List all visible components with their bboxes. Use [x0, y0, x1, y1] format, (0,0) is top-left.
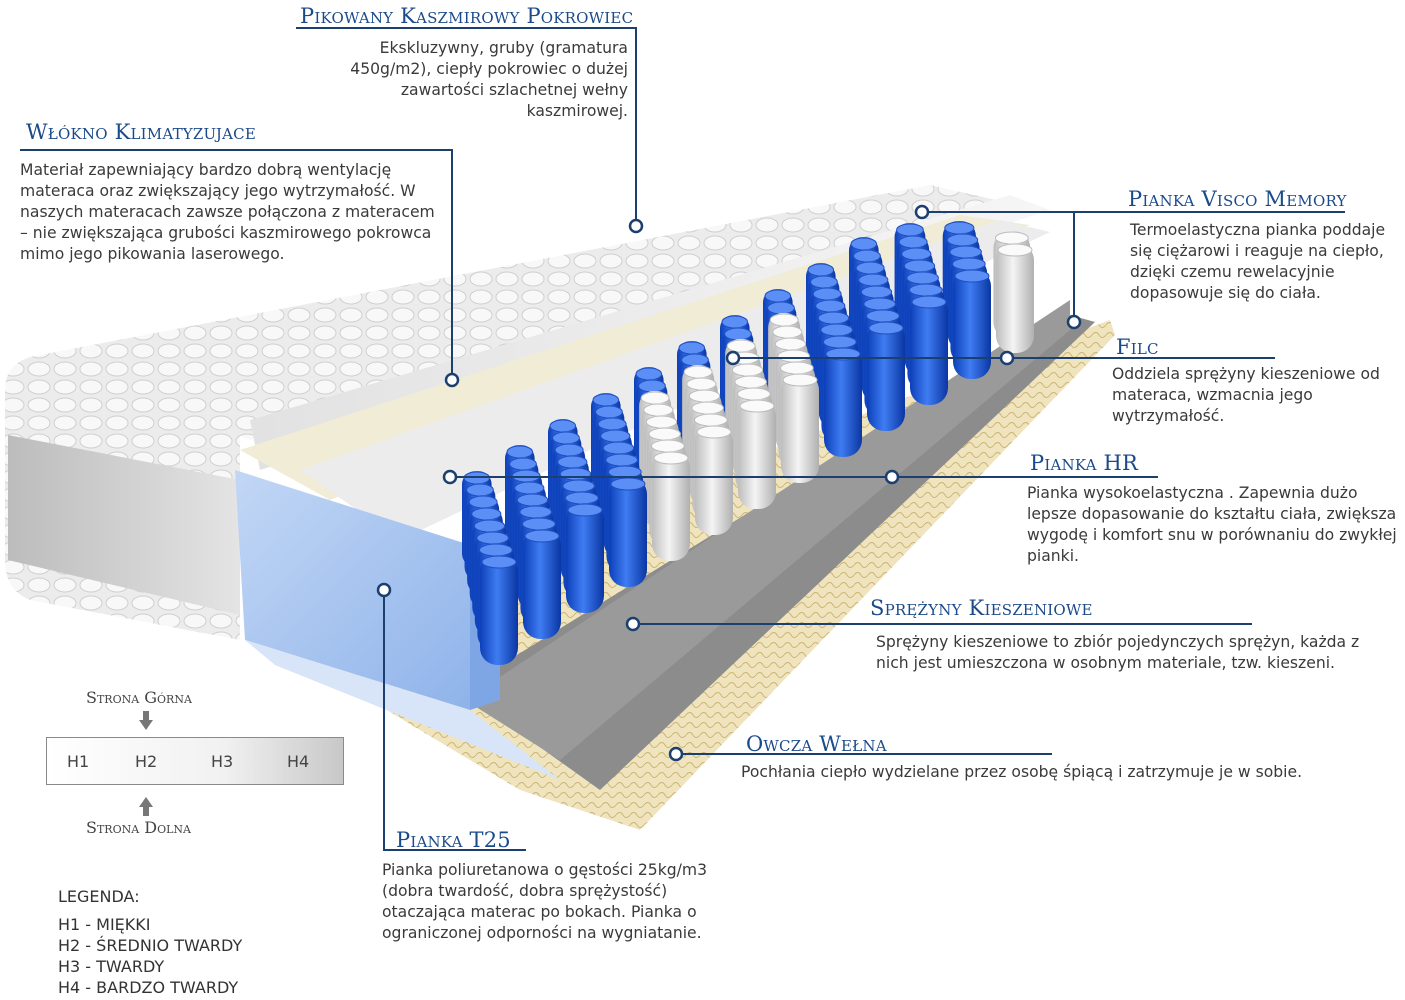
connector-fiber	[20, 149, 453, 378]
springs-base	[465, 300, 1070, 760]
spring-pocket-white	[695, 425, 733, 535]
spring-pocket-blue	[910, 295, 948, 405]
desc-t25: Pianka poliuretanowa o gęstości 25kg/m3 …	[382, 861, 708, 942]
marker-fiber	[444, 372, 460, 388]
mattress-top-cover	[40, 185, 1040, 440]
legend-item-h3: H3 - TWARDY	[58, 957, 165, 976]
legend-item-h2: H2 - ŚREDNIO TWARDY	[58, 936, 243, 955]
desc-springs: Sprężyny kieszeniowe to zbiór pojedynczy…	[876, 633, 1360, 672]
spring-pocket-white	[781, 373, 819, 483]
hardness-level-h4: H4	[287, 752, 310, 771]
desc-fiber: Materiał zapewniający bardzo dobrą wenty…	[20, 161, 435, 263]
heading-springs: Sprężyny Kieszeniowe	[870, 596, 1093, 620]
desc-felt: Oddziela sprężyny kieszeniowe od materac…	[1112, 365, 1380, 425]
spring-pocket-blue	[566, 503, 604, 613]
spring-pocket-blue	[480, 555, 518, 665]
marker-hr-2	[884, 469, 900, 485]
heading-visco: Pianka Visco Memory	[1128, 187, 1347, 211]
spring-pocket-blue	[609, 477, 647, 587]
connector-cover	[296, 27, 637, 225]
arrow-down-icon	[139, 711, 153, 730]
hardness-level-h3: H3	[211, 752, 234, 771]
desc-visco: Termoelastyczna pianka poddaje się cięża…	[1130, 221, 1386, 302]
connector-t25	[383, 590, 526, 851]
heading-hr: Pianka HR	[1030, 451, 1139, 475]
marker-visco	[914, 204, 930, 220]
hardness-bottom-label: Strona Dolna	[86, 818, 191, 837]
spring-pocket-white	[652, 451, 690, 561]
heading-cover: Pikowany Kaszmirowy Pokrowiec	[300, 4, 634, 28]
hardness-scale: H1 H2 H3 H4	[46, 737, 344, 785]
t25-foam-side	[235, 470, 470, 710]
hardness-top-label: Strona Górna	[86, 688, 192, 707]
marker-visco-2	[1066, 314, 1082, 330]
mattress-side-band	[8, 435, 240, 615]
marker-cover	[628, 218, 644, 234]
legend-item-h1: H1 - MIĘKKI	[58, 915, 151, 934]
hardness-level-h2: H2	[135, 752, 158, 771]
marker-felt	[725, 350, 741, 366]
desc-hr: Pianka wysokoelastyczna . Zapewnia dużo …	[1027, 484, 1397, 565]
marker-hr	[442, 469, 458, 485]
t25-foam-bottom	[245, 640, 560, 780]
legend-item-h4: H4 - BARDZO TWARDY	[58, 978, 239, 997]
heading-t25: Pianka T25	[396, 828, 511, 852]
marker-springs	[625, 616, 641, 632]
heading-wool: Owcza Wełna	[746, 732, 887, 756]
marker-t25	[376, 582, 392, 598]
marker-felt-2	[999, 350, 1015, 366]
spring-pocket-blue	[953, 269, 991, 379]
spring-pocket-blue	[523, 529, 561, 639]
desc-wool: Pochłania ciepło wydzielane przez osobę …	[741, 763, 1303, 781]
spring-group	[462, 221, 1034, 665]
heading-fiber: Włókno Klimatyzujace	[26, 120, 257, 144]
hardness-level-h1: H1	[67, 752, 90, 771]
spring-pocket-white	[738, 399, 776, 509]
spring-pocket-white	[996, 243, 1034, 353]
marker-wool	[668, 746, 684, 762]
desc-cover: Ekskluzywny, gruby (gramatura 450g/m2), …	[350, 39, 628, 120]
spring-pocket-blue	[867, 321, 905, 431]
legend-title: LEGENDA:	[58, 887, 140, 906]
arrow-up-icon	[139, 797, 153, 816]
heading-felt: Filc	[1116, 335, 1159, 359]
